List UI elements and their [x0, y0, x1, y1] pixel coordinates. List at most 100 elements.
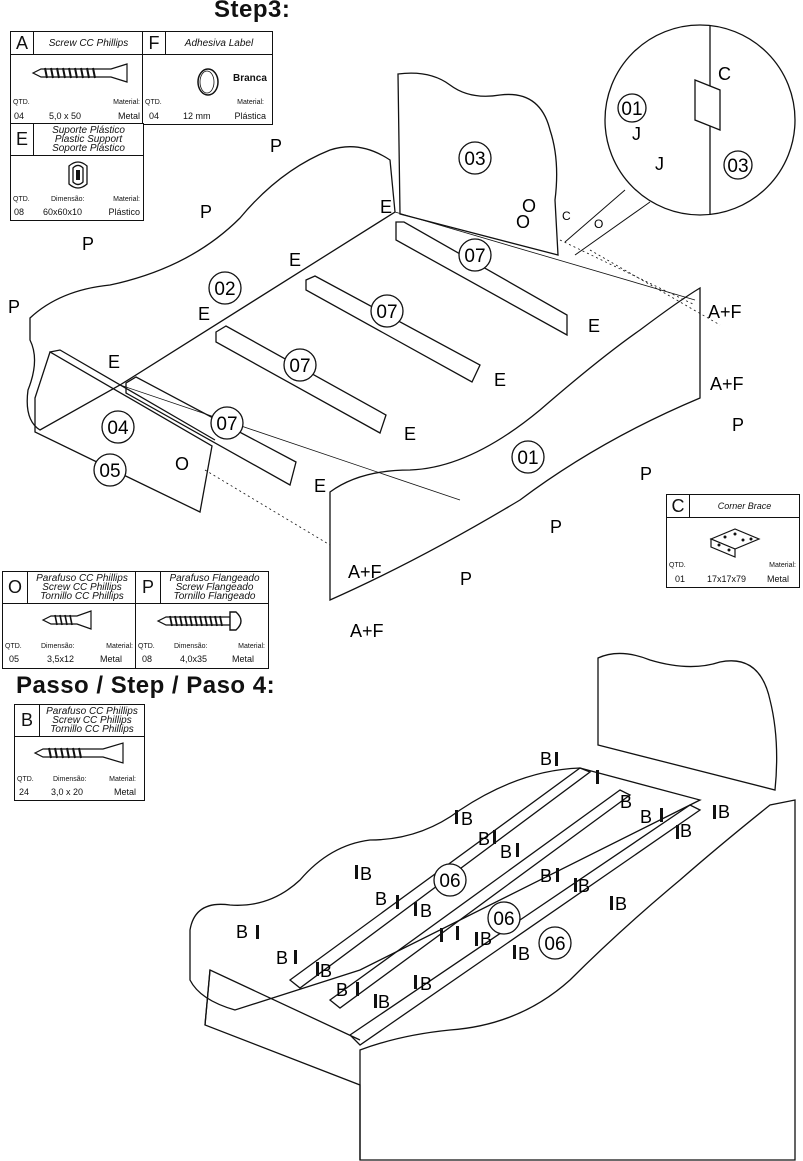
callout-b: B: [500, 842, 512, 862]
part-name-pt: Parafuso CC Phillips: [46, 706, 138, 717]
part-name-en: Screw CC Phillips: [52, 715, 132, 726]
callout-b: B: [420, 901, 432, 921]
material-label: Material:: [106, 643, 133, 650]
part-name-pt: Parafuso Flangeado: [169, 573, 260, 584]
part-name: Suporte Plástico Plastic Support Soporte…: [34, 124, 143, 156]
callout-b: B: [375, 889, 387, 909]
step4-slat-diagram: 06 06 06 B B B B B B B B B B B B B B B B…: [189, 652, 796, 1161]
label-02: 02: [214, 279, 235, 300]
qty-label: QTD.: [5, 643, 22, 650]
label-07: 07: [376, 302, 397, 323]
callout-e: E: [198, 304, 210, 324]
callout-af: A+F: [708, 302, 742, 322]
part-name-es: Tornillo Flangeado: [173, 591, 256, 602]
dim-value: 3,5x12: [47, 654, 75, 664]
label-07: 07: [216, 414, 237, 435]
screw-icon: [41, 610, 92, 630]
part-name-es: Tornillo CC Phillips: [40, 591, 124, 602]
callout-p: P: [640, 464, 652, 484]
material-value: Metal: [113, 787, 136, 797]
callout-p: P: [270, 136, 282, 156]
callout-b: B: [236, 922, 248, 942]
part-box-b: B Parafuso CC Phillips Screw CC Phillips…: [14, 704, 145, 801]
qty-label: QTD.: [138, 643, 155, 650]
part-letter: C: [667, 495, 690, 518]
panel-04-outline: [34, 351, 213, 513]
material-value: Metal: [231, 654, 254, 664]
callout-b: B: [378, 992, 390, 1012]
qty-label: QTD.: [669, 562, 686, 569]
callout-j: J: [632, 124, 641, 144]
part-name-es: Soporte Plástico: [52, 143, 125, 154]
callout-af: A+F: [710, 374, 744, 394]
part-name-en: Plastic Support: [54, 134, 123, 145]
qty-label: QTD.: [145, 99, 162, 106]
part-name: Corner Brace: [690, 495, 799, 518]
material-label: Material:: [238, 643, 265, 650]
corner-zoom-circle: [604, 24, 796, 216]
label-06: 06: [493, 909, 514, 930]
qty-value: 05: [9, 654, 20, 664]
material-value: Plástico: [108, 207, 140, 217]
part-name-pt: Parafuso CC Phillips: [36, 573, 128, 584]
callout-e: E: [494, 370, 506, 390]
panel-02-outline: [26, 146, 396, 431]
callout-b: B: [615, 894, 627, 914]
screw-icon: [33, 742, 124, 764]
callout-e: E: [289, 250, 301, 270]
callout-e: E: [108, 352, 120, 372]
step3-exploded-diagram: 03 02 04 05 01 07 07 07 07 01 03 P P P P…: [8, 24, 796, 641]
label-01: 01: [517, 448, 538, 469]
dim-value: 5,0 x 50: [49, 111, 82, 121]
material-label: Material:: [109, 776, 136, 783]
callout-b: B: [540, 866, 552, 886]
dim-label: Dimensão:: [51, 196, 85, 203]
callout-b: B: [540, 749, 552, 769]
callout-p: P: [200, 202, 212, 222]
part-box-c: C Corner Brace QTD. Material: 01 17x17x7…: [666, 494, 800, 588]
corner-brace-icon: [709, 528, 761, 558]
callout-af: A+F: [348, 562, 382, 582]
qty-value: 04: [14, 111, 25, 121]
callout-p: P: [460, 569, 472, 589]
part-name: Parafuso Flangeado Screw Flangeado Torni…: [161, 572, 268, 604]
dim-value: 12 mm: [183, 111, 211, 121]
material-value: Metal: [99, 654, 122, 664]
callout-p: P: [550, 517, 562, 537]
part-letter: A: [11, 32, 34, 55]
callout-b: B: [680, 821, 692, 841]
material-label: Material:: [113, 196, 140, 203]
callout-b: B: [718, 802, 730, 822]
dim-value: 17x17x79: [707, 574, 747, 584]
part-name: Adhesiva Label: [166, 32, 272, 55]
callout-c: C: [718, 64, 731, 84]
part-name-es: Tornillo CC Phillips: [50, 724, 134, 735]
dim-value: 4,0x35: [180, 654, 208, 664]
label-disc-icon: [197, 68, 219, 96]
callout-b: B: [480, 929, 492, 949]
callout-e: E: [404, 424, 416, 444]
material-label: Material:: [113, 99, 140, 106]
part-box-e: E Suporte Plástico Plastic Support Sopor…: [10, 123, 144, 221]
callout-b: B: [640, 807, 652, 827]
part-name-pt: Suporte Plástico: [52, 125, 125, 136]
qty-label: QTD.: [13, 196, 30, 203]
part-name-en: Screw CC Phillips: [42, 582, 122, 593]
panel-01-outline: [329, 286, 701, 602]
material-value: Metal: [766, 574, 789, 584]
callout-e: E: [314, 476, 326, 496]
callout-b: B: [518, 944, 530, 964]
part-letter: F: [143, 32, 166, 55]
label-03: 03: [727, 156, 748, 177]
qty-label: QTD.: [17, 776, 34, 783]
callout-b: B: [461, 809, 473, 829]
callout-b: B: [336, 980, 348, 1000]
screw-icon: [31, 63, 128, 83]
callout-b: B: [420, 974, 432, 994]
callout-c: C: [562, 209, 571, 223]
part-box-p: P Parafuso Flangeado Screw Flangeado Tor…: [135, 571, 269, 669]
callout-p: P: [82, 234, 94, 254]
part-box-o: O Parafuso CC Phillips Screw CC Phillips…: [2, 571, 137, 669]
callout-b: B: [478, 829, 490, 849]
part-letter: E: [11, 124, 34, 156]
